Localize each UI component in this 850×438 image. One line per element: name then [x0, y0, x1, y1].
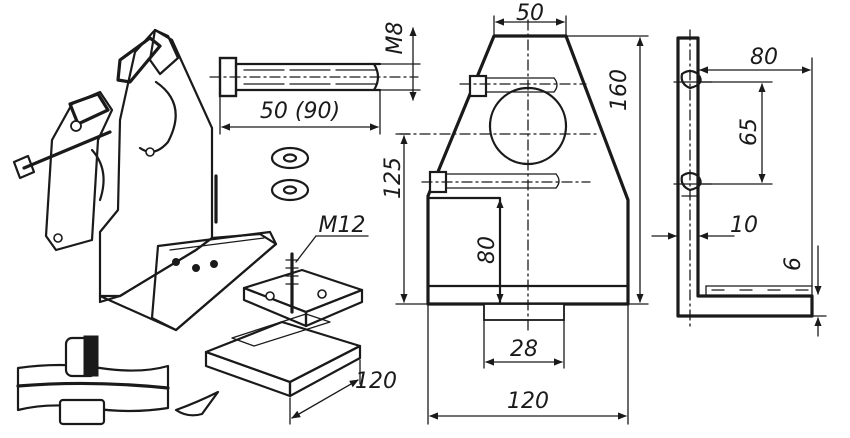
dim-top-width: 50 [516, 1, 544, 26]
section-detail [16, 335, 220, 426]
dim-bolt-thread: М12 [319, 213, 366, 238]
dim-plate-length: 120 [355, 369, 397, 394]
dim-hole-spacing: 65 [737, 118, 762, 146]
dim-side-width: 80 [750, 45, 778, 70]
dimension-labels: М8 50 (90) 50 160 125 80 28 120 80 65 10… [260, 1, 806, 414]
front-view [395, 15, 649, 425]
dim-lower-height: 125 [381, 157, 406, 199]
dim-offset: 10 [730, 213, 758, 238]
dim-slot-width: 28 [510, 337, 538, 362]
rod-drawing [209, 27, 421, 135]
dim-rod-thread: М8 [383, 22, 408, 55]
dim-slot-height: 80 [475, 236, 500, 264]
dim-base-width: 120 [507, 389, 549, 414]
isometric-assembly [12, 28, 369, 425]
dim-thickness: 6 [781, 257, 806, 271]
side-view [651, 29, 827, 337]
dim-rod-length: 50 (90) [260, 99, 340, 124]
dim-total-height: 160 [607, 69, 632, 111]
